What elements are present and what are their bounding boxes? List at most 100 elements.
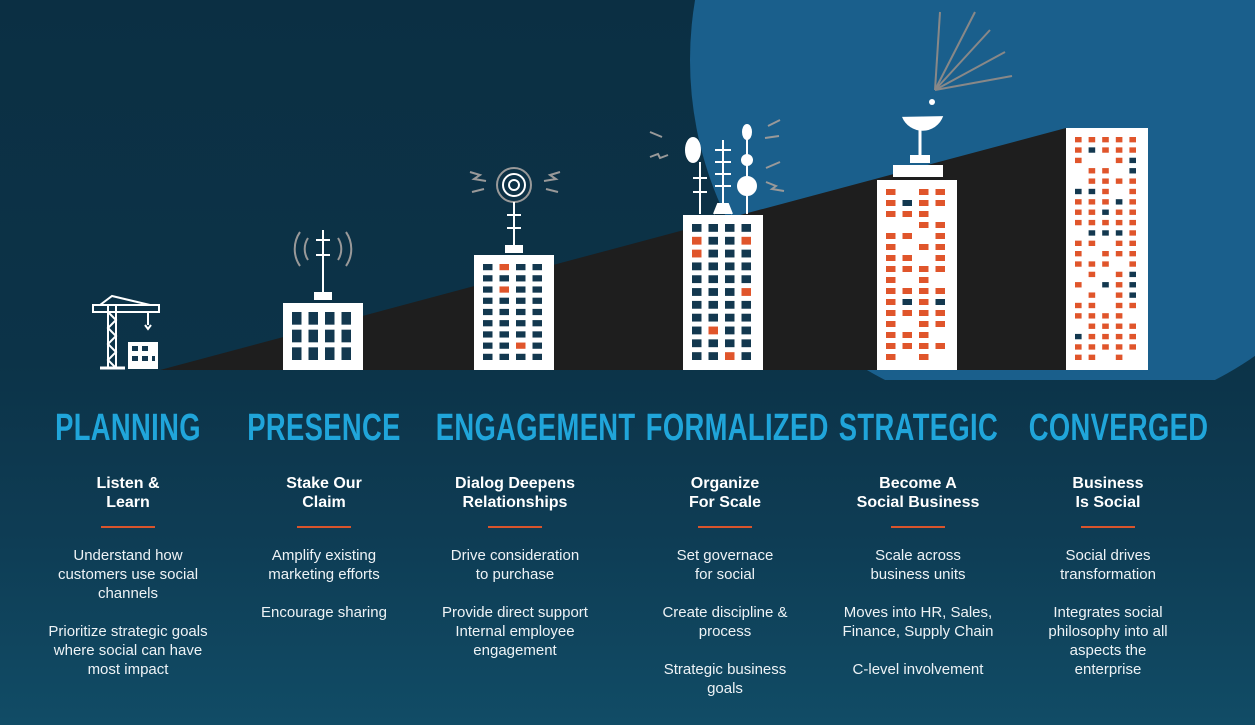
building-strategic (877, 180, 957, 370)
building-window (1129, 178, 1136, 184)
point-line: C-level involvement (852, 661, 984, 678)
building-window (935, 299, 945, 305)
building-window (1088, 230, 1096, 236)
building-window (919, 288, 929, 294)
building-window (1088, 147, 1096, 153)
building-window (1102, 209, 1109, 215)
building-window (708, 326, 718, 335)
building-window (1129, 302, 1136, 309)
building-window (919, 310, 929, 316)
divider (297, 526, 351, 528)
divider (698, 526, 752, 528)
building-window (1129, 251, 1136, 257)
building-window (725, 313, 735, 322)
building-window (1129, 199, 1136, 205)
building-window (1075, 209, 1082, 215)
point-line: marketing efforts (268, 566, 380, 583)
building-window (935, 255, 945, 261)
building-window (1129, 147, 1136, 153)
building-window (935, 266, 945, 272)
building-window (708, 352, 718, 360)
building-window (532, 297, 542, 304)
point-line: Encourage sharing (261, 604, 387, 621)
building-window (935, 244, 945, 250)
building-window (483, 320, 493, 327)
stage-title: PLANNING (55, 407, 201, 449)
building-window (325, 312, 335, 325)
building-window (499, 353, 509, 360)
building-window (516, 286, 526, 293)
building-window (1075, 147, 1082, 153)
building-window (1115, 147, 1123, 153)
divider (891, 526, 945, 528)
building-window (725, 326, 735, 335)
building-window (919, 222, 929, 228)
building-window (1075, 333, 1082, 340)
building-window (1115, 240, 1123, 246)
building-window (935, 222, 945, 228)
point-line: Integrates social (1053, 604, 1163, 621)
building-window (902, 332, 912, 338)
building-window (741, 352, 751, 360)
building-window (1129, 282, 1136, 288)
building-window (1129, 344, 1136, 350)
building-window (532, 353, 542, 360)
satellite-dish-icon (893, 11, 1013, 177)
building-window (532, 286, 542, 293)
building-window (341, 347, 351, 360)
building-window (516, 342, 526, 349)
building-window (1129, 333, 1136, 340)
building-window (919, 332, 929, 338)
divider (1081, 526, 1135, 528)
antenna-cluster-icon (649, 119, 785, 215)
building-window (1115, 219, 1123, 226)
maturity-illustration (132, 0, 1255, 380)
point-line: Scale across (875, 547, 961, 564)
building-window (1088, 323, 1096, 329)
building-window (1088, 178, 1096, 184)
point-line: customers use social (57, 566, 199, 583)
building-converged (1066, 128, 1148, 370)
building-window (935, 321, 945, 327)
building-window (1129, 188, 1136, 195)
point-line: aspects the (1069, 642, 1147, 659)
building-window (886, 255, 896, 261)
broadcast-tower-icon (469, 167, 561, 253)
building-window (1088, 333, 1096, 340)
building-window (1129, 168, 1136, 174)
point-line: Finance, Supply Chain (842, 623, 994, 640)
building-window (741, 313, 751, 322)
building-window (708, 224, 718, 232)
subtitle-line: Become A (879, 475, 957, 492)
building-window (1088, 313, 1096, 319)
building-window (1102, 313, 1109, 319)
building-window (902, 288, 912, 294)
building-window (516, 353, 526, 360)
building-window (902, 299, 912, 305)
stage-point: Create discipline &process (615, 603, 835, 641)
building-window (692, 326, 702, 335)
point-line: Provide direct support (442, 604, 588, 621)
stage-title: ENGAGEMENT (435, 407, 636, 449)
building-window (483, 331, 493, 338)
stage-point: Encourage sharing (214, 603, 434, 622)
building-window (1102, 188, 1109, 195)
building-window (1129, 240, 1136, 246)
building-window (902, 211, 912, 217)
building-window (532, 331, 542, 338)
point-line: Moves into HR, Sales, (843, 604, 993, 621)
building-window (292, 347, 302, 360)
building-window (1102, 147, 1109, 153)
divider (101, 526, 155, 528)
building-window (919, 277, 929, 283)
building-window (1115, 251, 1123, 257)
growth-ramp (160, 128, 1066, 370)
